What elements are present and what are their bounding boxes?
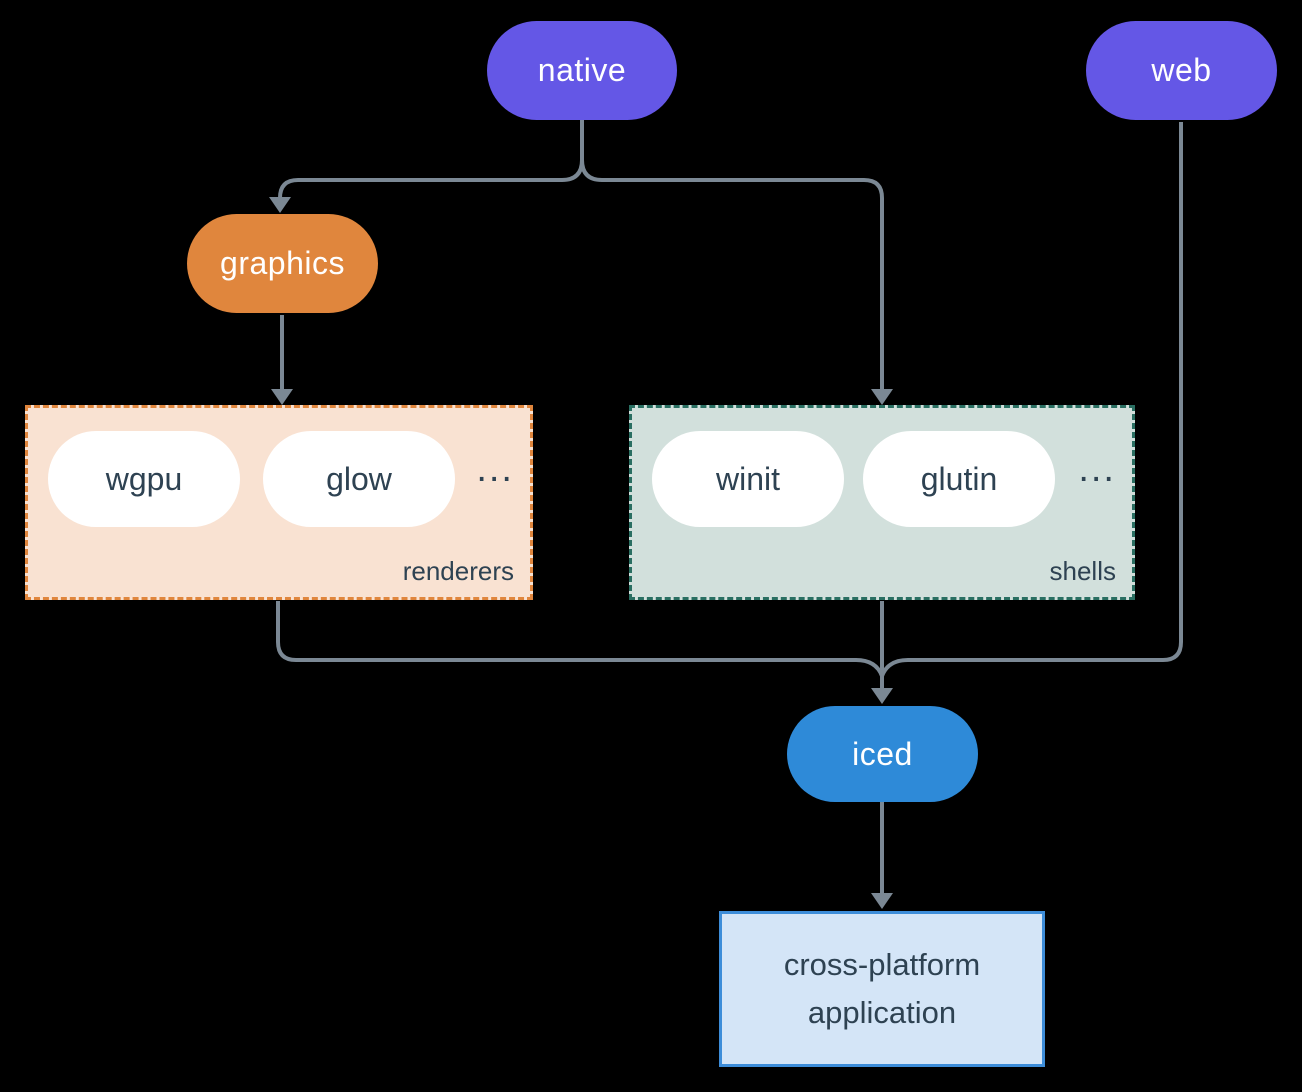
chip-wgpu-label: wgpu (105, 460, 183, 497)
edge-native-to-graphics (278, 159, 584, 199)
edge-renderers-to-merge (276, 601, 884, 677)
node-cross-platform-application: cross-platform application (719, 911, 1045, 1067)
chip-winit: winit (652, 431, 844, 527)
node-graphics: graphics (187, 214, 378, 313)
chip-glow-label: glow (326, 460, 392, 497)
arrowhead-renderers (271, 389, 293, 405)
node-web-label: web (1151, 52, 1212, 88)
chip-glow: glow (263, 431, 455, 527)
edge-native-to-shells (580, 159, 884, 391)
arrowhead-graphics (269, 197, 291, 213)
renderers-ellipsis: ... (476, 448, 514, 490)
group-renderers: wgpu glow ... renderers (25, 405, 533, 600)
chip-glutin: glutin (863, 431, 1055, 527)
group-renderers-label: renderers (402, 556, 514, 586)
arrowhead-app (871, 893, 893, 909)
group-shells-label: shells (1049, 556, 1116, 586)
edge-web-to-merge (880, 122, 1183, 677)
chip-winit-label: winit (715, 460, 780, 497)
node-iced-label: iced (852, 735, 913, 772)
app-label-line1: cross-platform (783, 947, 981, 982)
group-shells: winit glutin ... shells (629, 405, 1135, 600)
node-native-label: native (537, 52, 627, 88)
arrowhead-shells (871, 389, 893, 405)
arrowhead-iced (871, 688, 893, 704)
node-web: web (1086, 21, 1277, 120)
chip-wgpu: wgpu (48, 431, 240, 527)
shells-ellipsis: ... (1078, 448, 1116, 490)
app-label-line2: application (807, 995, 957, 1030)
chip-glutin-label: glutin (920, 460, 998, 497)
node-iced: iced (787, 706, 978, 802)
node-graphics-label: graphics (220, 245, 345, 281)
node-native: native (487, 21, 677, 120)
